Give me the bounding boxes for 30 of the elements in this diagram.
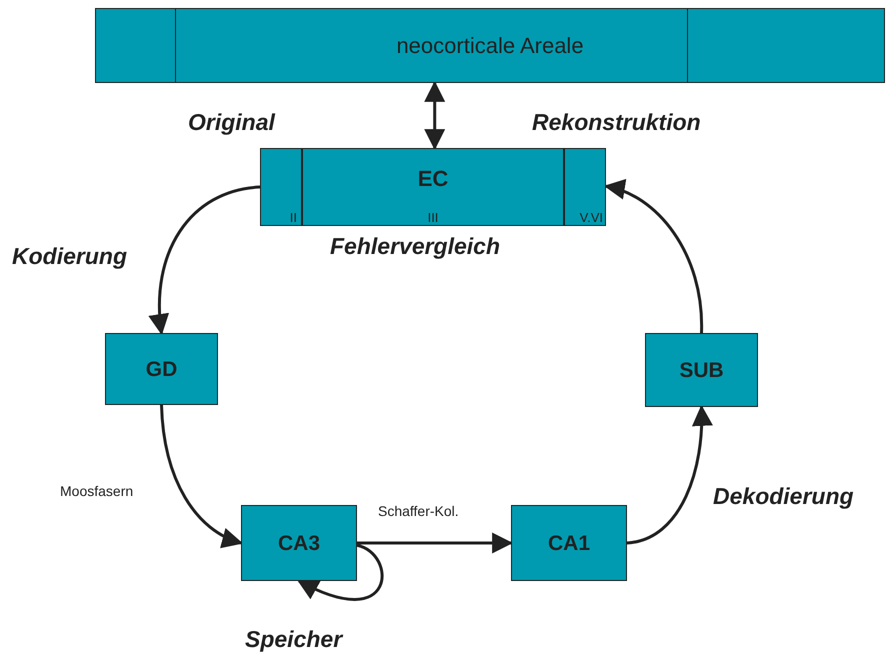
region-box (260, 148, 606, 226)
node-label: V.VI (580, 211, 603, 224)
arrow (424, 80, 446, 150)
region-box (105, 333, 218, 405)
node-label: neocorticale Areale (396, 34, 584, 56)
edge-label: Moosfasern (60, 484, 134, 498)
region-box (645, 333, 758, 407)
arrow (149, 186, 260, 336)
edge-label: Rekonstruktion (532, 111, 701, 134)
node-label: III (428, 211, 438, 224)
edge-label: Dekodierung (713, 485, 854, 508)
node-label: CA3 (278, 532, 320, 554)
arrow (160, 404, 243, 547)
arrow (297, 544, 384, 601)
node-label: II (290, 211, 297, 224)
edge-label: Schaffer-Kol. (378, 504, 459, 518)
node-label: CA1 (548, 532, 590, 554)
annotation-label: Fehlervergleich (330, 235, 500, 258)
layer-column (302, 148, 564, 226)
edge-label: Speicher (245, 628, 342, 651)
edge-label: Kodierung (12, 245, 127, 268)
region-box (511, 505, 627, 581)
region-box (95, 8, 885, 83)
annotation-label: Original (188, 111, 275, 134)
node-label: SUB (679, 360, 724, 380)
arrow (626, 404, 712, 544)
node-label: GD (146, 358, 178, 380)
region-box (241, 505, 357, 581)
node-label: EC (418, 168, 448, 190)
arrow (357, 532, 514, 554)
